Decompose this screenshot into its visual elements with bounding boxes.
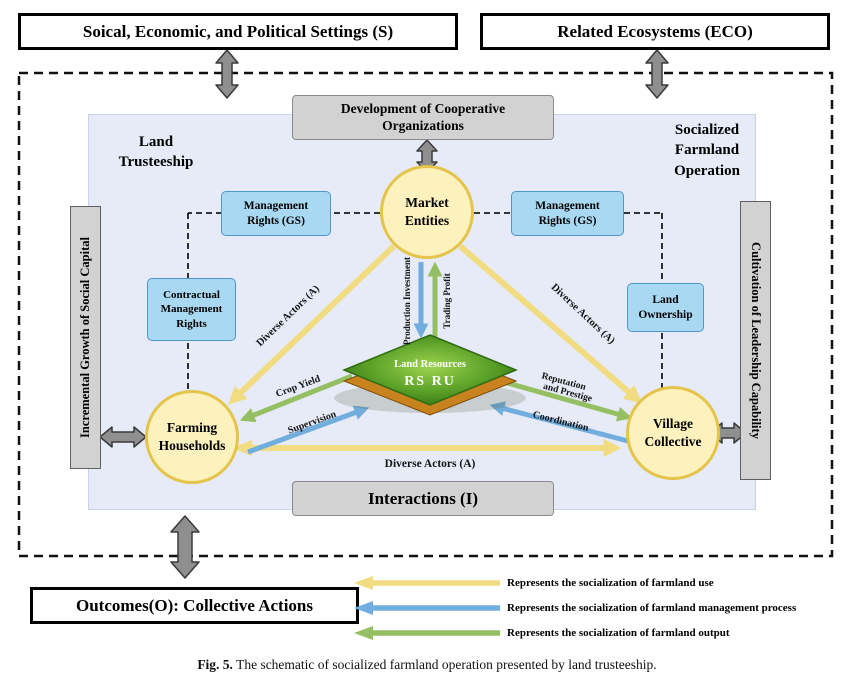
management-rights-left-box: Management Rights (GS) [221, 191, 331, 236]
legend-arrow-output [354, 626, 500, 640]
coop-development-box: Development of Cooperative Organizations [292, 95, 554, 140]
figure-caption: Fig. 5. The schematic of socialized farm… [0, 657, 854, 673]
village-collective-node: Village Collective [626, 386, 720, 480]
legend-arrow-use [354, 576, 500, 590]
legend-label-management: Represents the socialization of farmland… [507, 602, 797, 614]
outcomes-box: Outcomes(O): Collective Actions [30, 587, 359, 624]
legend-item-management: Represents the socialization of farmland… [354, 600, 796, 616]
legend-label-use: Represents the socialization of farmland… [507, 577, 714, 589]
figure-caption-text: The schematic of socialized farmland ope… [236, 657, 657, 672]
legend-item-output: Represents the socialization of farmland… [354, 625, 730, 641]
ecosystems-box: Related Ecosystems (ECO) [480, 13, 830, 50]
double-arrow-settings-system [215, 49, 239, 99]
legend-item-use: Represents the socialization of farmland… [354, 575, 714, 591]
legend-arrow-management [354, 601, 500, 615]
market-entities-node: Market Entities [380, 165, 474, 259]
leadership-capability-bar: Cultivation of Leadership Capability [740, 201, 771, 480]
social-capital-bar: Incremental Growth of Social Capital [70, 206, 101, 469]
land-trusteeship-label: Land Trusteeship [118, 134, 194, 171]
social-capital-bar-label: Incremental Growth of Social Capital [78, 237, 93, 438]
management-rights-right-box: Management Rights (GS) [511, 191, 624, 236]
socialized-operation-label: Socialized Farmland Operation [674, 122, 740, 179]
legend-arrow-use-shape [354, 576, 500, 590]
double-arrow-system-outcomes [170, 515, 200, 579]
interactions-box: Interactions (I) [292, 481, 554, 516]
legend-label-output: Represents the socialization of farmland… [507, 627, 730, 639]
figure-caption-number: Fig. 5. [197, 657, 233, 672]
land-ownership-box: Land Ownership [627, 283, 704, 332]
farming-households-node: Farming Households [145, 390, 239, 484]
leadership-capability-bar-label: Cultivation of Leadership Capability [749, 242, 763, 439]
settings-box: Soical, Economic, and Political Settings… [18, 13, 458, 50]
double-arrow-ecosystems-system [645, 49, 669, 99]
legend-arrow-management-shape [354, 601, 500, 615]
legend-arrow-output-shape [354, 626, 500, 640]
contractual-management-rights-box: Contractual Management Rights [147, 278, 236, 341]
